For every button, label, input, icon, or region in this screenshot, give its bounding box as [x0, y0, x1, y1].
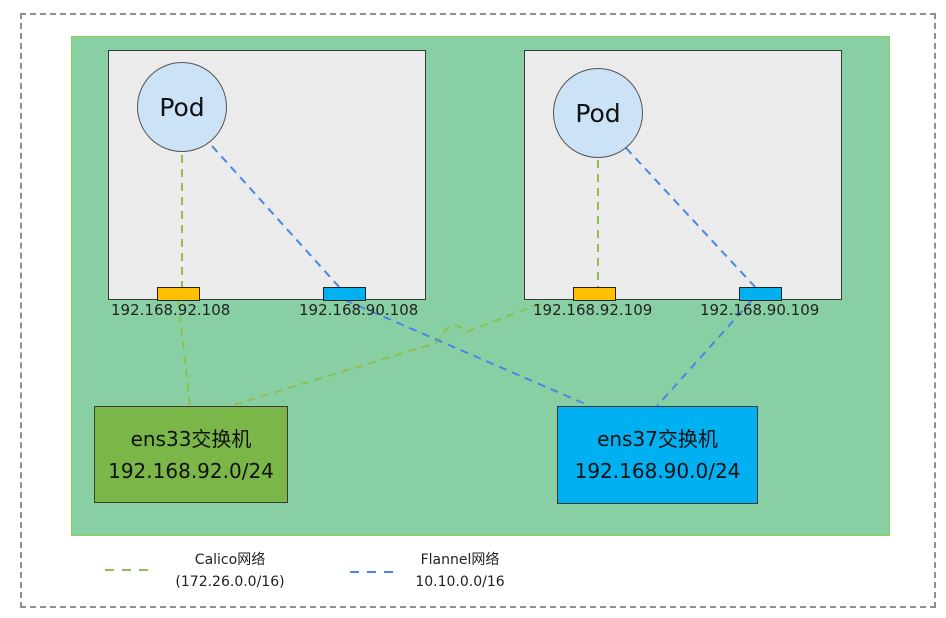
pod-2[interactable]: Pod — [553, 68, 643, 158]
switch-ens37-name: ens37交换机 — [597, 427, 718, 451]
flannel-link-pod2-nic — [625, 147, 757, 289]
flannel-link-nic2-switch — [656, 299, 753, 407]
legend-calico-name: Calico网络 — [194, 552, 266, 568]
switch-ens37[interactable]: ens37交换机 192.168.90.0/24 — [557, 406, 758, 504]
flannel-link-pod1-nic — [211, 145, 341, 289]
flannel-link-nic1-switch — [344, 299, 591, 407]
node-2-flannel-ip: 192.168.90.109 — [700, 301, 820, 319]
legend-calico-cidr: (172.26.0.0/16) — [175, 574, 285, 590]
outer-boundary — [20, 13, 936, 608]
legend-flannel-name: Flannel网络 — [420, 552, 500, 568]
legend-flannel: Flannel网络 10.10.0.0/16 — [400, 549, 520, 593]
node-1-calico-ip: 192.168.92.108 — [111, 301, 231, 319]
switch-ens33-subnet: 192.168.92.0/24 — [108, 458, 274, 483]
switch-ens33[interactable]: ens33交换机 192.168.92.0/24 — [94, 406, 288, 503]
switch-ens37-subnet: 192.168.90.0/24 — [574, 459, 741, 483]
node-1-flannel-nic[interactable] — [323, 287, 366, 301]
legend-flannel-cidr: 10.10.0.0/16 — [415, 574, 505, 590]
pod-1[interactable]: Pod — [137, 62, 227, 152]
calico-link-nic2-switch — [229, 303, 541, 407]
pod-2-label: Pod — [575, 98, 621, 128]
calico-link-nic1-switch — [177, 299, 191, 407]
pod-1-label: Pod — [159, 92, 205, 122]
legend-calico: Calico网络 (172.26.0.0/16) — [160, 549, 300, 593]
node-2-calico-ip: 192.168.92.109 — [533, 301, 653, 319]
node-2-calico-nic[interactable] — [573, 287, 616, 301]
node-1-flannel-ip: 192.168.90.108 — [299, 301, 419, 319]
switch-ens33-name: ens33交换机 — [130, 426, 252, 451]
node-2-flannel-nic[interactable] — [739, 287, 782, 301]
node-1-calico-nic[interactable] — [157, 287, 200, 301]
